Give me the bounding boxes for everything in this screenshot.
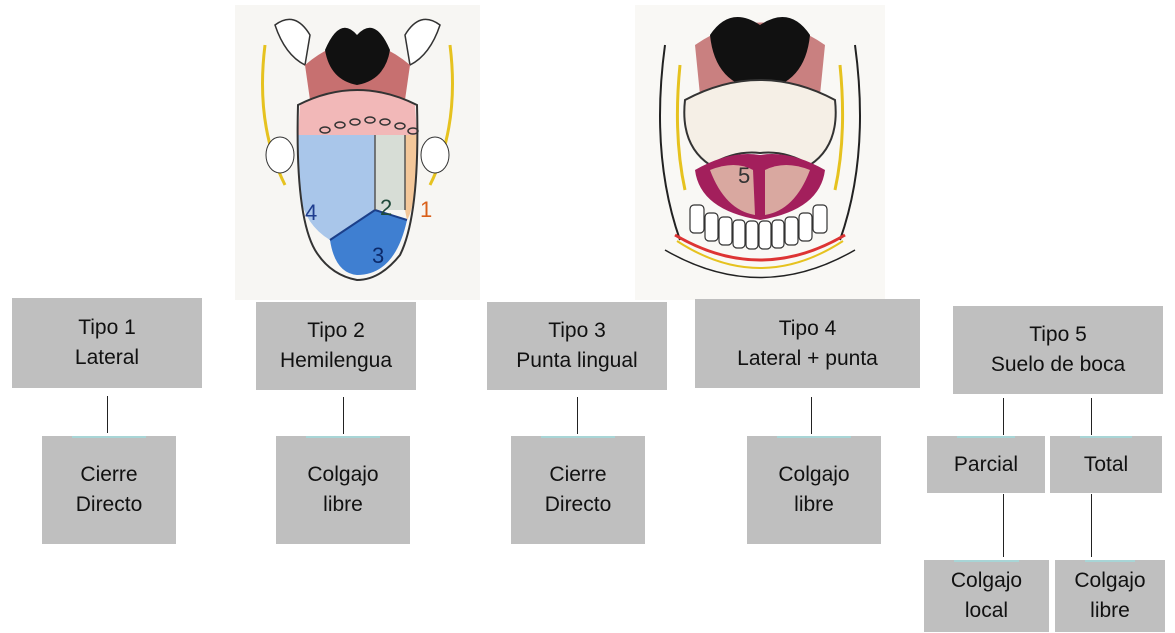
type-5-total-treatment-connector	[1091, 494, 1092, 557]
type-2-treatment-box: Colgajo libre	[276, 436, 410, 544]
type-5-total-connector	[1091, 398, 1092, 435]
type-5-partial-treatment-line-2: local	[965, 596, 1008, 626]
type-4-title: Tipo 4	[779, 314, 837, 344]
type-5-total-treatment-line-2: libre	[1090, 596, 1130, 626]
type-4-treatment-line-1: Colgajo	[778, 460, 849, 490]
type-5-total-treatment-box: Colgajo libre	[1055, 560, 1165, 632]
type-4-subtitle: Lateral + punta	[737, 344, 878, 374]
type-1-title: Tipo 1	[78, 313, 136, 343]
type-5-total-treatment-line-1: Colgajo	[1074, 566, 1145, 596]
type-1-box: Tipo 1 Lateral	[12, 298, 202, 388]
type-5-partial-treatment-box: Colgajo local	[924, 560, 1049, 632]
type-3-treatment-line-2: Directo	[545, 490, 612, 520]
type-3-title: Tipo 3	[548, 316, 606, 346]
type-2-treatment-line-1: Colgajo	[307, 460, 378, 490]
zone-1-label: 1	[420, 197, 432, 222]
type-2-box: Tipo 2 Hemilengua	[256, 302, 416, 390]
type-3-treatment-line-1: Cierre	[549, 460, 606, 490]
type-5-total-label: Total	[1084, 450, 1128, 480]
type-5-partial-treatment-connector	[1003, 494, 1004, 557]
zone-2-label: 2	[380, 195, 392, 220]
type-5-partial-label: Parcial	[954, 450, 1018, 480]
type-2-connector	[343, 397, 344, 434]
type-4-box: Tipo 4 Lateral + punta	[695, 299, 920, 388]
floor-of-mouth-illustration: 5	[635, 5, 885, 300]
type-5-box: Tipo 5 Suelo de boca	[953, 306, 1163, 394]
type-3-treatment-box: Cierre Directo	[511, 436, 645, 544]
type-4-treatment-box: Colgajo libre	[747, 436, 881, 544]
type-5-partial-treatment-line-1: Colgajo	[951, 566, 1022, 596]
type-1-treatment-line-2: Directo	[76, 490, 143, 520]
type-1-treatment-box: Cierre Directo	[42, 436, 176, 544]
type-5-partial-connector	[1003, 398, 1004, 435]
tongue-zones-illustration: 4 2 1 3	[235, 5, 480, 300]
type-2-treatment-line-2: libre	[323, 490, 363, 520]
zone-5-label: 5	[738, 163, 750, 188]
type-1-treatment-line-1: Cierre	[80, 460, 137, 490]
type-1-connector	[107, 396, 108, 433]
type-4-treatment-line-2: libre	[794, 490, 834, 520]
type-2-title: Tipo 2	[307, 316, 365, 346]
type-3-connector	[577, 397, 578, 434]
type-4-connector	[811, 397, 812, 434]
zone-3-label: 3	[372, 243, 384, 268]
type-2-subtitle: Hemilengua	[280, 346, 392, 376]
zone-4-label: 4	[305, 200, 317, 225]
type-5-total-box: Total	[1050, 436, 1162, 493]
type-5-title: Tipo 5	[1029, 320, 1087, 350]
type-3-subtitle: Punta lingual	[516, 346, 637, 376]
type-1-subtitle: Lateral	[75, 343, 139, 373]
type-5-subtitle: Suelo de boca	[991, 350, 1125, 380]
type-5-partial-box: Parcial	[927, 436, 1045, 493]
type-3-box: Tipo 3 Punta lingual	[487, 302, 667, 390]
